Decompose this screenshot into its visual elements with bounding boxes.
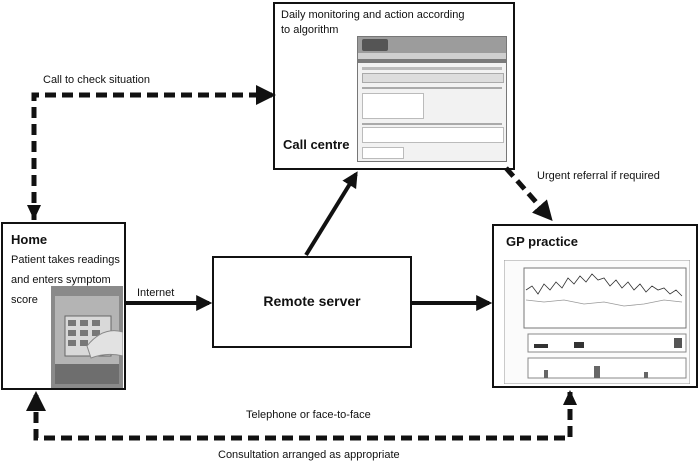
arrow-call-to-check [31,85,276,220]
home-title: Home [11,232,48,247]
label-internet: Internet [137,287,175,299]
label-telephone: Telephone or face-to-face [246,409,371,421]
label-urgent-referral: Urgent referral if required [537,170,660,182]
gp-practice-graph-screenshot [504,260,690,384]
home-box: Home Patient takes readings and enters s… [1,222,126,390]
gp-practice-box: GP practice [492,224,698,388]
arrow-urgent-referral [504,166,553,222]
remote-server-box: Remote server [212,256,412,348]
call-centre-title: Call centre [283,137,350,152]
home-caption: Patient takes readings and enters sympto… [11,254,120,306]
call-centre-box: Daily monitoring and action according to… [273,2,515,170]
label-call-to-check: Call to check situation [43,74,150,86]
monitoring-software-screenshot [357,36,507,162]
telehealth-device-photo [51,286,123,388]
arrow-consultation [26,391,573,441]
remote-server-title: Remote server [263,293,361,309]
label-consultation: Consultation arranged as appropriate [218,449,400,461]
arrow-server-to-call-centre [304,171,358,257]
gp-practice-title: GP practice [506,234,579,249]
call-centre-caption: Daily monitoring and action according to… [281,9,465,36]
